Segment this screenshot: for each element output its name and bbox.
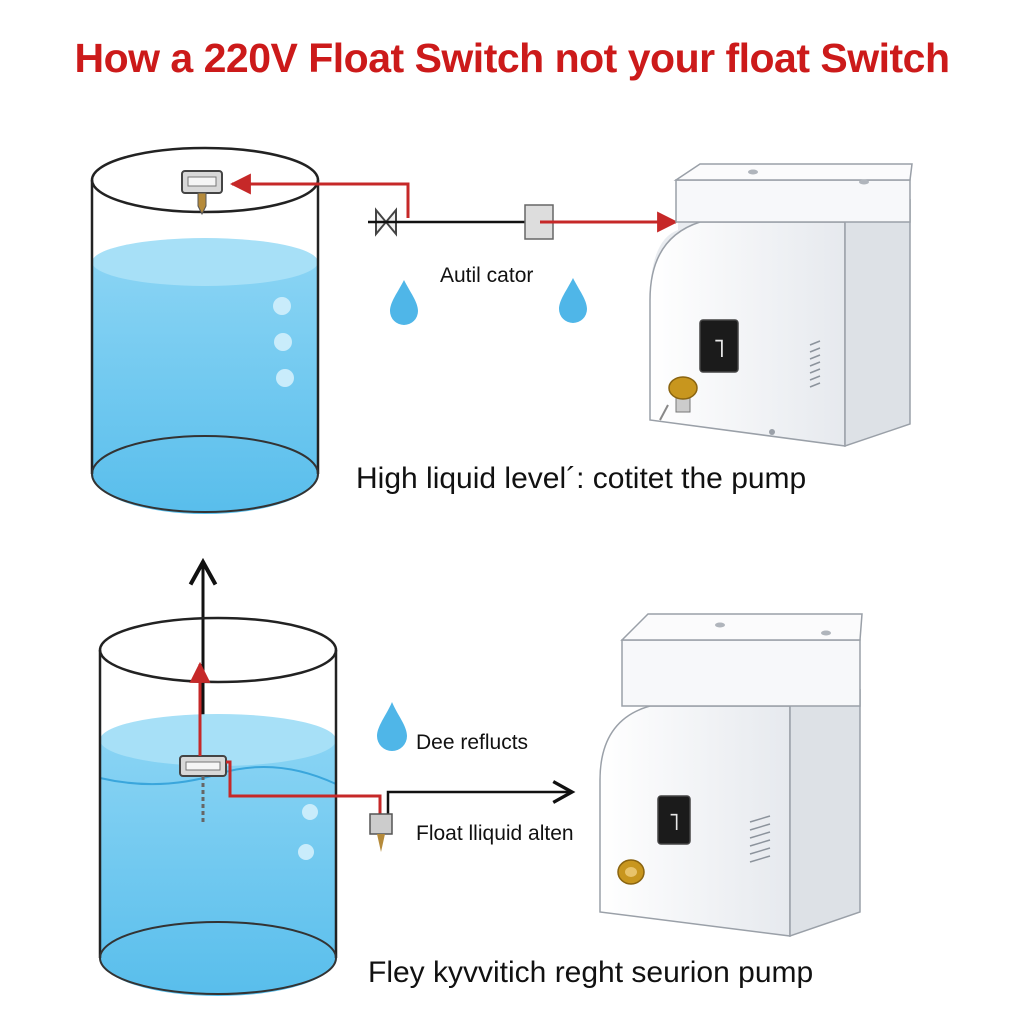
bubble xyxy=(273,297,291,315)
bottom-pump-display-glyph: ˥ xyxy=(668,808,680,836)
top-panel: ˥ xyxy=(90,146,913,760)
bottom-panel: ˥ xyxy=(98,613,863,996)
bottom-pump: ˥ xyxy=(599,613,863,938)
bottom-drop-label: Dee reflucts xyxy=(416,731,529,754)
top-pump: ˥ xyxy=(649,163,913,448)
vent-grille xyxy=(749,815,771,863)
top-red-wire xyxy=(229,173,410,218)
bottom-float-switch xyxy=(179,755,227,824)
bubble xyxy=(302,804,318,820)
top-float-switch xyxy=(181,170,223,216)
top-pump-display-glyph: ˥ xyxy=(713,334,726,364)
top-tank-water xyxy=(92,262,318,514)
bottom-switch-label: Float lliquid alten xyxy=(416,822,574,845)
bottom-pump-display xyxy=(657,795,691,845)
top-water-surface xyxy=(92,238,318,286)
bubble xyxy=(298,844,314,860)
bottom-tank-bottom xyxy=(99,921,337,995)
brass-fitting xyxy=(659,376,698,421)
brass-fitting xyxy=(617,859,645,885)
bubble xyxy=(274,333,292,351)
bottom-black-wire xyxy=(386,780,576,814)
water-drop-icon xyxy=(377,702,407,751)
bottom-tank xyxy=(98,616,338,996)
bottom-water-surface xyxy=(100,714,336,766)
bottom-tank-water xyxy=(100,740,336,996)
water-drop-icon xyxy=(390,280,418,325)
top-panel-label: Autil cator xyxy=(440,264,534,287)
top-tank xyxy=(90,146,320,514)
vent-grille xyxy=(809,340,821,388)
top-panel-caption: High liquid level´: cotitet the pump xyxy=(356,462,807,495)
top-tank-bottom xyxy=(91,435,319,513)
small-float-switch-icon xyxy=(369,813,393,852)
bubble xyxy=(276,369,294,387)
water-drop-icon xyxy=(559,278,587,323)
bottom-panel-caption: Fley kyvvitich reght seurion pump xyxy=(368,956,814,989)
page-title: How a 220V Float Switch not your float S… xyxy=(74,35,950,81)
bottom-red-wire xyxy=(226,760,382,814)
bottom-tank-rim xyxy=(98,616,338,684)
top-pump-display xyxy=(699,319,739,373)
